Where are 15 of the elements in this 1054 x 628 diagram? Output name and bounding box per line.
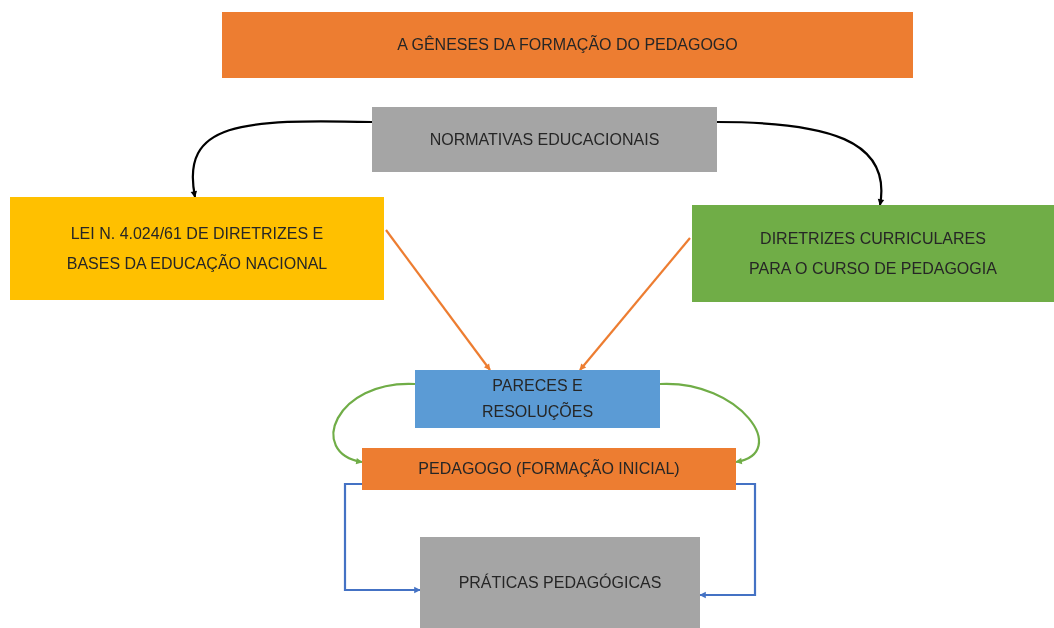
arrow [579,237,691,371]
regulations-box: PARECES E RESOLUÇÕES [415,370,660,428]
arrow [343,482,421,594]
arrow [717,120,884,206]
guidelines-box: DIRETRIZES CURRICULARES PARA O CURSO DE PEDAGOGIA [692,205,1054,302]
law-box: LEI N. 4.024/61 DE DIRETRIZES E BASES DA EDUCAÇÃO NACIONAL [10,197,384,300]
practices-box: PRÁTICAS PEDAGÓGICAS [420,537,700,628]
arrow [385,229,491,371]
arrow [699,482,757,599]
category-box: NORMATIVAS EDUCACIONAIS [372,107,717,172]
arrow [659,382,760,464]
title-box: A GÊNESES DA FORMAÇÃO DO PEDAGOGO [222,12,913,78]
arrow [191,120,373,198]
arrow [332,382,416,464]
training-box: PEDAGOGO (FORMAÇÃO INICIAL) [362,448,736,490]
